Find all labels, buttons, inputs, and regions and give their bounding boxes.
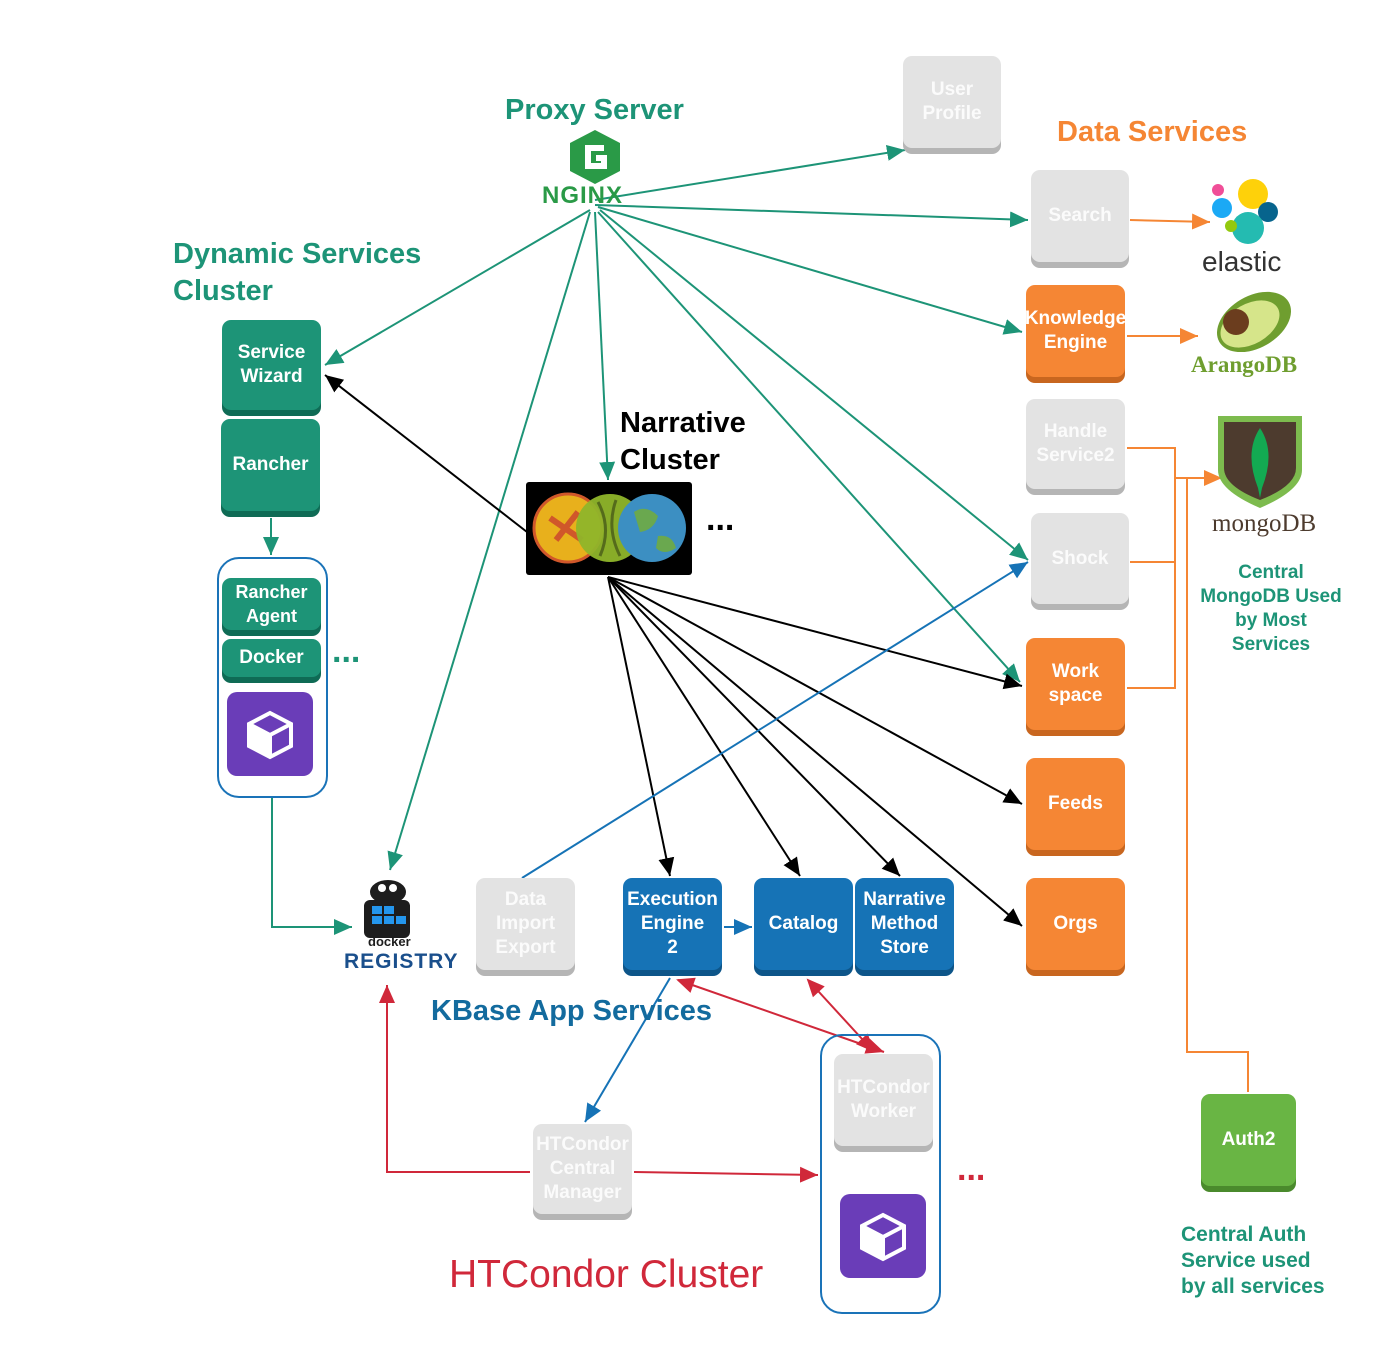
service-wizard-node[interactable]: Service Wizard [222,320,321,410]
workspace-node[interactable]: Work space [1026,638,1125,730]
narrative-ellipsis: ... [706,500,735,538]
rancher-host-container [217,557,328,798]
central-auth-note: Central Auth Service used by all service… [1181,1223,1325,1298]
arangodb-wordmark: ArangoDB [1191,352,1298,377]
htcondor-worker-container [820,1034,941,1314]
elastic-logo: elastic [1198,176,1290,277]
data-import-export-node[interactable]: Data Import Export [476,878,575,970]
avocado-icon [1217,291,1291,353]
nginx-logo: NGINX [540,128,650,210]
nginx-hexagon-icon [570,130,620,184]
htcondor-central-manager-node[interactable]: HTCondor Central Manager [533,1124,632,1214]
proxy-server-title: Proxy Server [505,94,684,126]
docker-registry-logo: docker REGISTRY [340,876,458,980]
shock-node[interactable]: Shock [1031,513,1129,604]
mongodb-logo: mongoDB [1210,410,1330,540]
auth2-node[interactable]: Auth2 [1201,1094,1296,1186]
docker-node[interactable]: Docker [222,639,321,677]
narrative-spheres-icon [532,492,686,564]
mongodb-wordmark: mongoDB [1212,510,1317,537]
registry-wordmark: REGISTRY [344,950,459,973]
user-profile-node[interactable]: User Profile [903,56,1001,148]
htcondor-worker-node[interactable]: HTCondor Worker [834,1054,933,1146]
rancher-agent-node[interactable]: Rancher Agent [222,578,321,630]
catalog-node[interactable]: Catalog [754,878,853,970]
worker-container-cube-icon [840,1194,926,1278]
narrative-logo [526,482,692,575]
elastic-wordmark: elastic [1202,246,1282,277]
mongodb-leaf-icon [1218,416,1302,508]
kbase-app-services-title: KBase App Services [431,995,713,1027]
knowledge-engine-node[interactable]: Knowledge Engine [1025,285,1126,377]
feeds-node[interactable]: Feeds [1026,758,1125,850]
handle-service-node[interactable]: Handle Service2 [1026,399,1125,489]
docker-registry-icon [364,880,410,938]
rancher-ellipsis: ... [332,632,361,670]
orgs-node[interactable]: Orgs [1026,878,1125,970]
data-services-title: Data Services [1057,116,1248,148]
htcondor-ellipsis: ... [957,1150,986,1188]
docker-wordmark: docker [368,934,411,949]
elastic-icon [1212,179,1278,244]
narrative-cluster-title: Narrative Cluster [620,407,746,476]
dynamic-services-title: Dynamic Services Cluster [173,238,422,307]
central-mongodb-note: Central MongoDB Used by Most Services [1200,562,1342,655]
search-node[interactable]: Search [1031,170,1129,262]
narrative-method-store-node[interactable]: Narrative Method Store [855,878,954,970]
rancher-node[interactable]: Rancher [221,419,320,511]
arangodb-logo: ArangoDB [1188,288,1318,383]
execution-engine-node[interactable]: Execution Engine 2 [623,878,722,970]
htcondor-cluster-title: HTCondor Cluster [449,1253,764,1296]
nginx-wordmark: NGINX [542,182,624,209]
container-cube-icon [227,692,313,776]
